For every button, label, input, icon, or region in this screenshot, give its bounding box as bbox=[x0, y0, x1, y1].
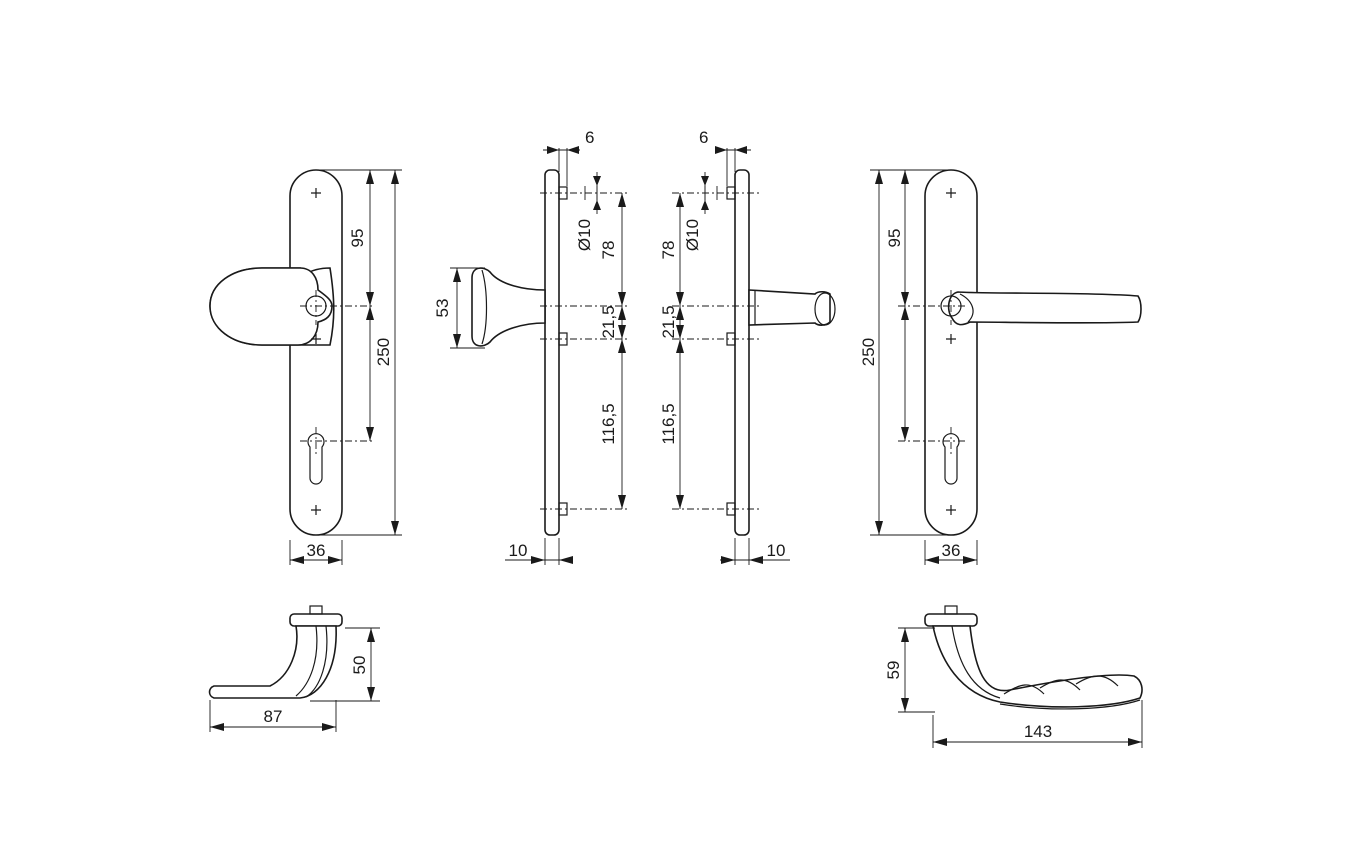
label-87: 87 bbox=[264, 707, 283, 726]
escutcheon-plate-right bbox=[924, 169, 978, 536]
screw-mark-bottom bbox=[311, 505, 321, 515]
lever-top-view-left: 50 87 bbox=[208, 605, 380, 732]
knob-neck bbox=[209, 267, 333, 346]
label-36-left: 36 bbox=[307, 541, 326, 560]
label-50: 50 bbox=[350, 656, 369, 675]
label-215-right: 21,5 bbox=[659, 305, 678, 338]
label-6-right: 6 bbox=[699, 128, 708, 147]
label-36-right: 36 bbox=[942, 541, 961, 560]
screw-mark-mid bbox=[311, 334, 321, 344]
cylinder-hole-left bbox=[307, 433, 325, 485]
label-53: 53 bbox=[433, 299, 452, 318]
lever-body-left bbox=[208, 625, 337, 699]
label-78-right: 78 bbox=[659, 241, 678, 260]
side-view-left: 6 Ø10 78 21,5 116,5 53 10 bbox=[433, 128, 630, 565]
lever-top-view-right: 59 143 bbox=[884, 605, 1143, 748]
label-d10-left: Ø10 bbox=[575, 219, 594, 251]
side-plate-right bbox=[734, 169, 750, 536]
side-view-right: 6 Ø10 78 21,5 116,5 10 bbox=[659, 128, 836, 565]
label-78-left: 78 bbox=[599, 241, 618, 260]
label-1165-left: 116,5 bbox=[599, 403, 618, 444]
label-1165-right: 116,5 bbox=[659, 403, 678, 444]
cylinder-hole-right bbox=[942, 433, 960, 485]
label-d10-right: Ø10 bbox=[683, 219, 702, 251]
screw-mark-top bbox=[311, 188, 321, 198]
lever-profile bbox=[748, 289, 831, 326]
front-view-right: 95 250 36 bbox=[859, 169, 1142, 565]
label-95-right: 95 bbox=[885, 229, 904, 248]
label-6-left: 6 bbox=[585, 128, 594, 147]
lever-body-right bbox=[932, 625, 1143, 708]
side-plate-left bbox=[544, 169, 560, 536]
label-59: 59 bbox=[884, 661, 903, 680]
label-95-left: 95 bbox=[348, 229, 367, 248]
label-10-left: 10 bbox=[509, 541, 528, 560]
label-215-left: 21,5 bbox=[599, 305, 618, 338]
escutcheon-plate-left bbox=[289, 169, 343, 536]
knob-profile bbox=[471, 267, 546, 347]
lever-handle-front bbox=[947, 291, 1142, 326]
label-10-right: 10 bbox=[767, 541, 786, 560]
label-250-left: 250 bbox=[374, 338, 393, 366]
label-250-right: 250 bbox=[859, 338, 878, 366]
front-view-left: 95 250 36 bbox=[209, 169, 402, 565]
label-143: 143 bbox=[1024, 722, 1052, 741]
